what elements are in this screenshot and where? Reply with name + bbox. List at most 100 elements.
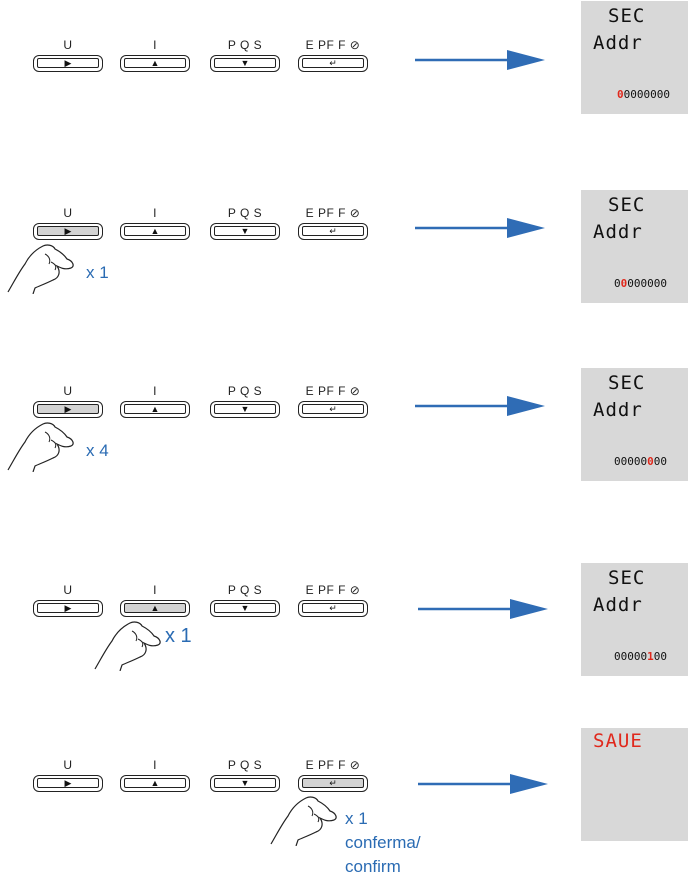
arrow-right-icon: [415, 50, 545, 70]
step-2: U I P Q S E PF F ⊘ ▶ ▲ ▼ ↵ x 1 SEC Addr …: [0, 190, 699, 381]
label-pqs: P Q S: [227, 384, 263, 398]
enter-button[interactable]: ↵: [298, 55, 368, 72]
label-u: U: [63, 38, 73, 52]
display-save-text: SAUE: [593, 730, 643, 752]
label-i: I: [153, 758, 157, 772]
play-icon: ▶: [37, 778, 99, 788]
digits-before: 00000: [614, 455, 648, 468]
u-button[interactable]: ▶: [33, 600, 103, 617]
blinking-digit: 0: [620, 277, 628, 290]
blinking-digit: 0: [647, 455, 654, 468]
digits-before: 0: [614, 277, 621, 290]
arrow-right-icon: [418, 599, 548, 619]
step-3: U I P Q S E PF F ⊘ ▶ ▲ ▼ ↵ x 4 SEC Addr …: [0, 368, 699, 559]
i-button[interactable]: ▲: [120, 600, 190, 617]
i-button[interactable]: ▲: [120, 223, 190, 240]
press-count: x 4: [86, 441, 109, 460]
label-i: I: [153, 38, 157, 52]
label-i: I: [153, 384, 157, 398]
pqs-button[interactable]: ▼: [210, 600, 280, 617]
press-count: x 1: [345, 809, 368, 828]
press-count: x 1: [165, 625, 192, 647]
hand-icon: [7, 244, 74, 294]
enter-icon: ↵: [302, 778, 364, 788]
enter-button[interactable]: ↵: [298, 600, 368, 617]
blinking-digit: 1: [647, 650, 654, 663]
display-line-2: Addr: [593, 32, 643, 54]
hand-icon: [270, 796, 337, 846]
confirm-label-line-1: conferma/: [345, 833, 421, 852]
label-i: I: [153, 583, 157, 597]
enter-icon: ↵: [302, 226, 364, 236]
display-line-1: SEC: [608, 5, 646, 27]
digits-after: 0000000: [623, 88, 670, 101]
i-button[interactable]: ▲: [120, 775, 190, 792]
u-button[interactable]: ▶: [33, 401, 103, 418]
up-icon: ▲: [124, 778, 186, 788]
up-icon: ▲: [124, 603, 186, 613]
display: SEC Addr 00000100: [581, 563, 688, 676]
up-icon: ▲: [124, 226, 186, 236]
label-epff: E PF F ⊘: [305, 38, 361, 52]
label-pqs: P Q S: [227, 38, 263, 52]
play-icon: ▶: [37, 404, 99, 414]
label-u: U: [63, 384, 73, 398]
display-digits: 00000100: [614, 650, 667, 663]
digits-after: 00: [653, 650, 667, 663]
arrow-right-icon: [418, 774, 548, 794]
digits-after: 000000: [627, 277, 667, 290]
hand-icon: [7, 422, 74, 472]
display: SAUE: [581, 728, 688, 841]
i-button[interactable]: ▲: [120, 55, 190, 72]
display-line-1: SEC: [608, 567, 646, 589]
label-u: U: [63, 206, 73, 220]
display-line-2: Addr: [593, 399, 643, 421]
enter-icon: ↵: [302, 58, 364, 68]
play-icon: ▶: [37, 603, 99, 613]
u-button[interactable]: ▶: [33, 223, 103, 240]
i-button[interactable]: ▲: [120, 401, 190, 418]
hand-icon: [94, 621, 161, 671]
down-icon: ▼: [214, 226, 276, 236]
u-button[interactable]: ▶: [33, 55, 103, 72]
display-line-2: Addr: [593, 594, 643, 616]
label-epff: E PF F ⊘: [305, 384, 361, 398]
down-icon: ▼: [214, 58, 276, 68]
enter-button[interactable]: ↵: [298, 775, 368, 792]
display: SEC Addr 00000000: [581, 368, 688, 481]
label-pqs: P Q S: [227, 583, 263, 597]
down-icon: ▼: [214, 404, 276, 414]
digits-before: 00000: [614, 650, 648, 663]
enter-icon: ↵: [302, 404, 364, 414]
pqs-button[interactable]: ▼: [210, 401, 280, 418]
digits-after: 00: [653, 455, 667, 468]
display-digits: 00000000: [614, 455, 667, 468]
step-5: U I P Q S E PF F ⊘ ▶ ▲ ▼ ↵ x 1 conferma/…: [0, 728, 699, 881]
enter-button[interactable]: ↵: [298, 401, 368, 418]
label-u: U: [63, 758, 73, 772]
display-line-2: Addr: [593, 221, 643, 243]
confirm-label-line-2: confirm: [345, 857, 401, 876]
label-epff: E PF F ⊘: [305, 758, 361, 772]
enter-button[interactable]: ↵: [298, 223, 368, 240]
label-i: I: [153, 206, 157, 220]
pqs-button[interactable]: ▼: [210, 55, 280, 72]
display: SEC Addr 00000000: [581, 1, 688, 114]
step-4: U I P Q S E PF F ⊘ ▶ ▲ ▼ ↵ x 1 SEC Addr …: [0, 563, 699, 758]
label-epff: E PF F ⊘: [305, 206, 361, 220]
label-epff: E PF F ⊘: [305, 583, 361, 597]
down-icon: ▼: [214, 778, 276, 788]
press-count: x 1: [86, 263, 109, 282]
arrow-right-icon: [415, 396, 545, 416]
display: SEC Addr 00000000: [581, 190, 688, 303]
pqs-button[interactable]: ▼: [210, 223, 280, 240]
down-icon: ▼: [214, 603, 276, 613]
blinking-digit: 0: [617, 88, 624, 101]
label-pqs: P Q S: [227, 206, 263, 220]
play-icon: ▶: [37, 58, 99, 68]
label-pqs: P Q S: [227, 758, 263, 772]
u-button[interactable]: ▶: [33, 775, 103, 792]
play-icon: ▶: [37, 226, 99, 236]
pqs-button[interactable]: ▼: [210, 775, 280, 792]
